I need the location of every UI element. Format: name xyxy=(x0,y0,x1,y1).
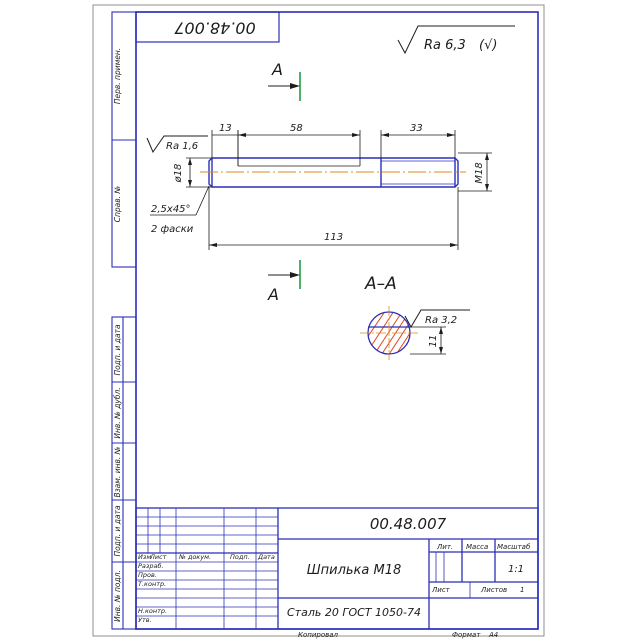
title-block-frame xyxy=(135,507,539,630)
header-izm: Изм xyxy=(138,553,151,561)
side-label-perv: Перв. примен. xyxy=(113,48,122,104)
chamfer-note: 2 фаски xyxy=(151,224,194,235)
dim-58-arrow-left xyxy=(238,133,246,137)
dim-flat-label: 11 xyxy=(428,335,439,348)
material: Сталь 20 ГОСТ 1050-74 xyxy=(287,606,421,619)
general-roughness-sign xyxy=(397,25,515,55)
header-doc: № докум. xyxy=(178,553,211,561)
dim-diameter-label: ø18 xyxy=(173,164,184,184)
sheet-border xyxy=(92,4,545,637)
dim-diameter-arrow-bottom xyxy=(188,180,192,187)
scale-label: Масштаб xyxy=(497,543,531,551)
side-column-labels: Перв. примен. Справ. № Подп. и дата Инв.… xyxy=(113,48,122,622)
dim-13 xyxy=(211,130,239,166)
general-roughness-value: Ra 6,3 xyxy=(424,38,466,53)
title-block-headers: Изм Лист № докум. Подп. Дата xyxy=(138,553,275,561)
side-columns xyxy=(111,11,137,630)
footer-format-value: А4 xyxy=(488,631,498,639)
part-name: Шпилька М18 xyxy=(307,563,402,578)
dim-flat-arrow-top xyxy=(439,327,443,334)
section-label: А–А xyxy=(364,274,397,294)
chamfer-leader xyxy=(150,185,210,216)
role-utv: Утв. xyxy=(138,616,152,624)
top-designation-box xyxy=(135,11,280,43)
side-label-vzam: Взам. инв. № xyxy=(113,446,122,497)
dim-58-label: 58 xyxy=(290,123,303,134)
role-razrab: Разраб. xyxy=(138,562,164,570)
dim-thread-arrow-top xyxy=(485,153,489,160)
header-podp: Подп. xyxy=(230,553,250,561)
left-roughness-sign xyxy=(146,135,208,154)
footer-format: Формат xyxy=(452,631,481,639)
left-roughness-value: Ra 1,6 xyxy=(166,141,198,152)
header-date: Дата xyxy=(257,553,275,561)
dim-33-label: 33 xyxy=(410,123,423,134)
title-designation: 00.48.007 xyxy=(370,515,447,533)
section-roughness-sign xyxy=(404,309,470,329)
side-label-podp-2: Подп. и дата xyxy=(113,505,122,556)
mass-label: Масса xyxy=(466,543,488,551)
section-hatching xyxy=(368,312,410,354)
side-label-inv-podl: Инв. № подл. xyxy=(113,570,122,622)
title-block-roles: Разраб. Пров. Т.контр. Н.контр. Утв. xyxy=(138,562,167,624)
view-arrow-bottom xyxy=(268,260,301,289)
title-block-grid xyxy=(136,508,471,629)
dim-thread-arrow-bottom xyxy=(485,184,489,191)
general-roughness-suffix: (√) xyxy=(479,38,497,53)
sheet-label: Лист xyxy=(431,586,451,594)
dim-113-label: 113 xyxy=(324,232,343,243)
side-label-inv-dubl: Инв. № дубл. xyxy=(113,387,122,438)
dim-33-arrow-left xyxy=(381,133,389,137)
scale-value: 1:1 xyxy=(508,564,524,575)
role-nkontr: Н.контр. xyxy=(138,607,167,615)
role-prov: Пров. xyxy=(138,571,157,579)
view-label-top: А xyxy=(271,60,283,79)
drawing-frame xyxy=(135,11,539,630)
dim-113-arrow-left xyxy=(209,243,217,247)
dim-13-label: 13 xyxy=(219,123,232,134)
dim-58-arrow-right xyxy=(352,133,360,137)
dim-113-arrow-right xyxy=(450,243,458,247)
dim-33 xyxy=(380,130,456,158)
role-tkontr: Т.контр. xyxy=(138,580,166,588)
dim-33-arrow-right xyxy=(447,133,455,137)
lit-label: Лит. xyxy=(436,543,453,551)
header-list: Лист xyxy=(149,553,167,561)
footer-copied: Копировал xyxy=(298,631,339,639)
side-label-podp-1: Подп. и дата xyxy=(113,324,122,375)
dim-113 xyxy=(208,187,459,250)
dim-flat-arrow-bottom xyxy=(439,347,443,354)
chamfer-label: 2,5x45° xyxy=(151,204,191,215)
top-designation: 00.48.007 xyxy=(173,19,255,38)
section-roughness-value: Ra 3,2 xyxy=(425,315,457,326)
dim-58 xyxy=(237,130,361,167)
dim-thread-label: М18 xyxy=(474,162,485,183)
view-arrow-top xyxy=(268,72,301,101)
sheets-label: Листов xyxy=(480,586,507,594)
dim-diameter-arrow-top xyxy=(188,158,192,165)
view-label-bottom: А xyxy=(267,285,279,304)
sheets-value: 1 xyxy=(520,586,524,594)
side-label-sprav: Справ. № xyxy=(113,186,122,223)
